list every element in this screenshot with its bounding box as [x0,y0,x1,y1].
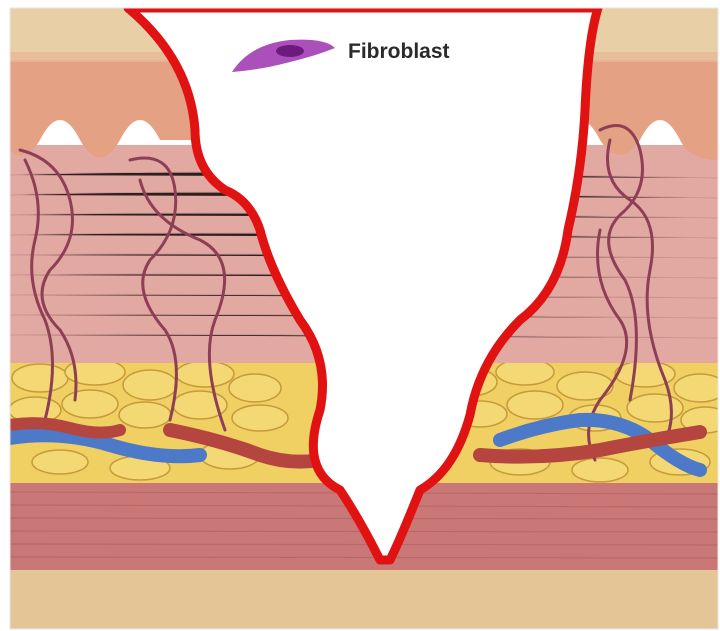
deep-tissue-layer [10,565,718,631]
fibroblast-label: Fibroblast [348,40,450,63]
